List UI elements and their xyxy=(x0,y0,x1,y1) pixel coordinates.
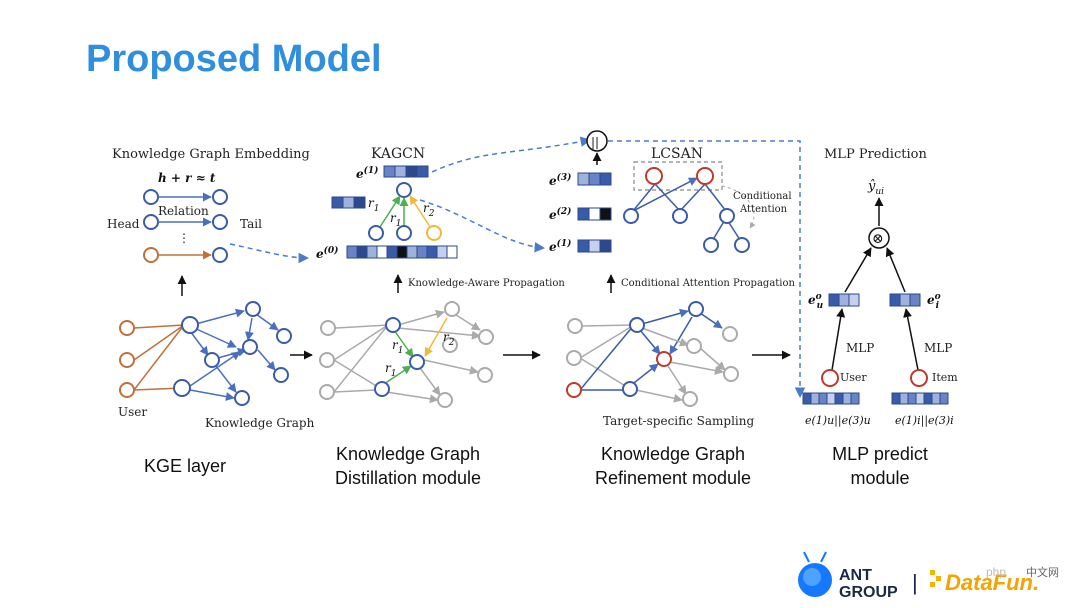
logo-group-text: GROUP xyxy=(839,584,898,601)
ant-logo-icon xyxy=(798,551,832,597)
kge-node xyxy=(212,247,228,263)
kge-section: Knowledge Graph Embedding h + r ≈ t Rela… xyxy=(107,147,315,430)
kge-tail-label: Tail xyxy=(240,217,262,231)
logo-datafun-text: DataFun. xyxy=(945,570,1039,595)
lcsan-cond-label-1: Conditional xyxy=(733,191,792,202)
logo-ant-text: ANT xyxy=(839,567,872,584)
kagcn-e1-vector xyxy=(383,165,429,178)
mlp-product-symbol: ⊗ xyxy=(872,231,884,247)
mlp-product-node xyxy=(868,227,890,249)
mlp-item-concat-vector xyxy=(891,392,949,405)
kagcn-node xyxy=(426,225,442,241)
kge-header: Knowledge Graph Embedding xyxy=(112,147,310,162)
kagcn-node xyxy=(368,225,384,241)
kagcn-e0-vector xyxy=(346,245,458,259)
kagcn-e0-label: e(0) xyxy=(316,245,338,261)
kge-user-label: User xyxy=(118,405,147,419)
kge-dashed-link xyxy=(229,243,310,264)
kagcn-dashed-link xyxy=(431,136,592,173)
kge-graph xyxy=(119,301,292,406)
kagcn-root-node xyxy=(396,182,412,198)
lcsan-e1-vector xyxy=(577,239,612,253)
kge-graph-label: Knowledge Graph xyxy=(205,416,315,430)
kagcn-r1-vector xyxy=(331,196,366,209)
mlp-user-concat-label: e(1)u||e(3)u xyxy=(805,414,871,428)
lcsan-e1-label: e(1) xyxy=(549,238,571,254)
lcsan-e2-label: e(2) xyxy=(549,206,571,222)
mlp-item-node xyxy=(910,369,928,387)
lcsan-concat-symbol: || xyxy=(591,135,599,149)
kagcn-e1-label: e(1) xyxy=(356,165,378,181)
lcsan-e2-vector xyxy=(577,207,612,221)
logo-separator: | xyxy=(912,570,918,595)
lcsan-dashed-link xyxy=(608,140,806,399)
kagcn-node xyxy=(396,225,412,241)
mlp-eu-vector xyxy=(828,293,860,307)
kge-node xyxy=(143,189,159,205)
kge-caption: KGE layer xyxy=(143,456,227,476)
kagcn-graph-r1b: r1 xyxy=(385,361,396,379)
kagcn-r2-label: r2 xyxy=(423,201,435,219)
mlp-ei-vector xyxy=(889,293,921,307)
kagcn-r1b-label: r1 xyxy=(390,211,401,229)
lcsan-section: || e(3) e(2) e(1) xyxy=(419,130,806,428)
kge-node xyxy=(212,189,228,205)
kge-relation-label: Relation xyxy=(158,204,209,218)
mlp-item-label: Item xyxy=(932,371,958,384)
ant-group-logo: ANT GROUP | DataFun. php 中文网 xyxy=(798,551,1059,601)
lcsan-header: LCSAN xyxy=(651,146,703,162)
kge-formula: h + r ≈ t xyxy=(158,171,216,185)
kge-dots: ⋮ xyxy=(178,231,190,245)
logo-php-text: php xyxy=(986,565,1006,579)
mlp-header: MLP Prediction xyxy=(824,147,927,162)
kagcn-r1-label: r1 xyxy=(368,196,379,214)
lcsan-graph xyxy=(566,301,739,407)
kagcn-graph xyxy=(319,301,494,408)
mlp-item-concat-label: e(1)i||e(3)i xyxy=(895,414,954,428)
kge-node xyxy=(143,247,159,263)
mlp-user-label: User xyxy=(840,371,867,384)
logo-cn-text: 中文网 xyxy=(1026,565,1059,579)
datafun-logo-icon xyxy=(930,570,941,587)
lcsan-attention-box xyxy=(633,161,723,191)
lcsan-dashed-in xyxy=(419,199,546,253)
kagcn-graph-r2: r2 xyxy=(443,330,455,348)
kagcn-propagation-label: Knowledge-Aware Propagation xyxy=(408,278,565,289)
kagcn-header: KAGCN xyxy=(371,146,425,162)
kagcn-graph-r1: r1 xyxy=(392,338,403,356)
lcsan-sampling-label: Target-specific Sampling xyxy=(603,414,755,428)
lcsan-cond-label-2: Attention xyxy=(739,204,788,215)
kge-head-label: Head xyxy=(107,217,140,231)
lcsan-concat-node xyxy=(586,130,608,152)
lcsan-e3-vector xyxy=(577,172,612,186)
mlp-user-node xyxy=(821,369,839,387)
mlp-user-concat-vector xyxy=(802,392,860,405)
page-title: Proposed Model xyxy=(86,38,382,80)
mlp-left-label: MLP xyxy=(846,341,874,355)
kge-head-node xyxy=(143,214,159,230)
mlp-right-label: MLP xyxy=(924,341,952,355)
kagcn-section: KAGCN e(1) r1 xyxy=(229,136,592,408)
lcsan-propagation-label: Conditional Attention Propagation xyxy=(621,278,796,289)
lcsan-tree xyxy=(623,167,756,253)
kge-tail-node xyxy=(212,214,228,230)
mlp-yhat-label: ŷui xyxy=(867,179,884,197)
lcsan-e3-label: e(3) xyxy=(549,172,571,188)
